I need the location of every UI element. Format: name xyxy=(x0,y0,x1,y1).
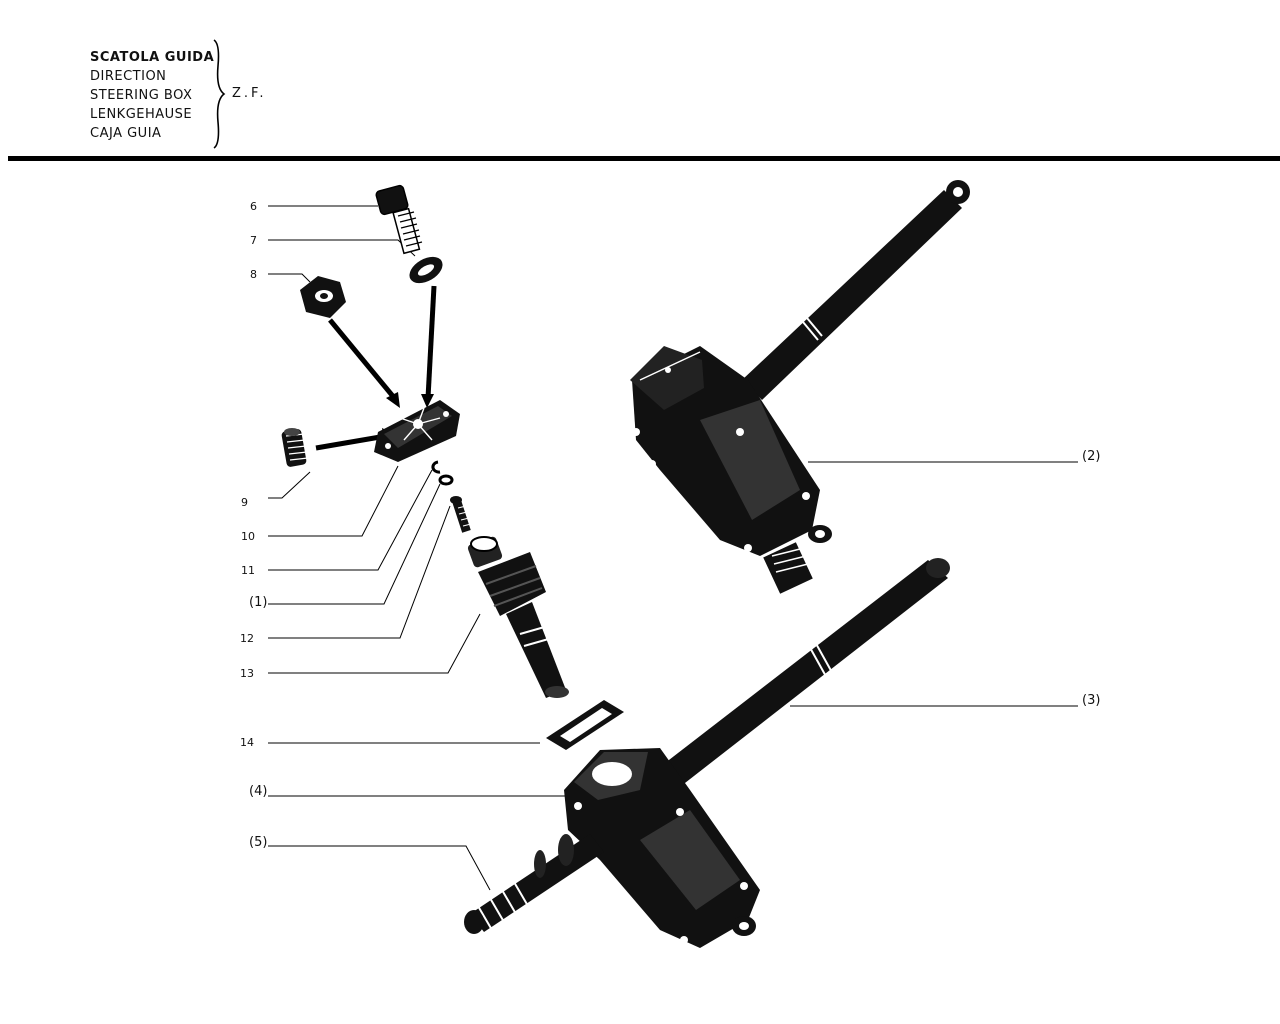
sector-shaft-13 xyxy=(467,536,569,698)
steering-box-housing-4 xyxy=(564,558,950,948)
callout-14: 14 xyxy=(240,736,254,749)
leader-1 xyxy=(268,483,441,605)
arrow-head-washer xyxy=(421,394,434,408)
callout-11: 11 xyxy=(241,564,255,577)
arrow-plug xyxy=(315,433,387,451)
leader-lines xyxy=(268,205,1078,891)
title-spanish: CAJA GUIA xyxy=(90,126,162,141)
worm-shaft-5 xyxy=(464,834,604,934)
screw-12 xyxy=(450,496,472,533)
callout-3: (3) xyxy=(1082,693,1100,708)
callout-9: 9 xyxy=(241,496,248,509)
plug-9 xyxy=(281,428,309,467)
circlip-11 xyxy=(431,460,441,474)
callout-6: 6 xyxy=(250,200,257,213)
leader-9 xyxy=(268,471,311,499)
callout-13: 13 xyxy=(240,667,254,680)
steering-box-assembled-2 xyxy=(630,180,970,594)
ring-1 xyxy=(438,474,454,486)
arrow-washer xyxy=(425,285,437,399)
title-block: SCATOLA GUIDA DIRECTION STEERING BOX LEN… xyxy=(90,48,214,143)
title-italian: SCATOLA GUIDA xyxy=(90,50,215,65)
leader-7 xyxy=(268,239,416,257)
leader-11 xyxy=(268,469,433,571)
callout-7: 7 xyxy=(250,234,257,247)
manufacturer-code: Z.F. xyxy=(232,86,267,101)
cover-plate-10 xyxy=(374,400,460,462)
callout-12: 12 xyxy=(240,632,254,645)
callout-labels: 6 7 8 9 10 11 (1) 12 13 14 (4) (5) (2) (… xyxy=(240,200,1100,850)
bolt-6 xyxy=(375,184,423,255)
assembly-arrows xyxy=(315,285,437,451)
callout-2: (2) xyxy=(1082,449,1100,464)
brace-icon xyxy=(213,39,226,149)
nut-8 xyxy=(300,276,346,318)
lock-washer-7 xyxy=(409,256,443,284)
leader-12 xyxy=(268,505,451,639)
callout-1: (1) xyxy=(249,595,267,610)
callout-5: (5) xyxy=(249,835,267,850)
header-divider xyxy=(8,156,1280,161)
title-french: DIRECTION xyxy=(90,69,167,84)
leader-13 xyxy=(268,613,481,674)
leader-10 xyxy=(268,465,399,537)
leader-5 xyxy=(268,845,491,891)
gasket-14 xyxy=(546,700,624,750)
title-english: STEERING BOX xyxy=(90,88,193,103)
leader-8 xyxy=(268,273,311,283)
title-german: LENKGEHAUSE xyxy=(90,107,193,122)
callout-8: 8 xyxy=(250,268,257,281)
callout-10: 10 xyxy=(241,530,255,543)
arrow-nut xyxy=(328,318,398,402)
arrow-head-nut xyxy=(386,392,400,408)
callout-4: (4) xyxy=(249,784,267,799)
